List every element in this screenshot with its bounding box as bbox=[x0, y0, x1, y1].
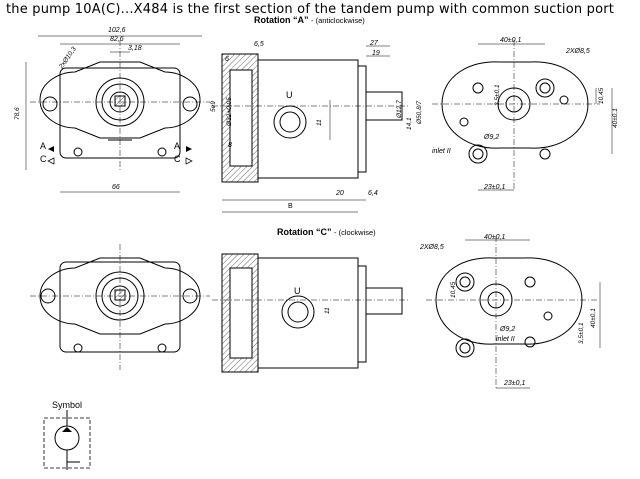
dim-65: 6,5 bbox=[254, 41, 264, 48]
dim-1045-bottom: 10,45 bbox=[450, 281, 457, 298]
dim-23-bottom: 23±0,1 bbox=[504, 380, 526, 387]
label-u-top: U bbox=[286, 90, 293, 100]
rotation-c-caption: Rotation “C” - (clockwise) bbox=[277, 227, 376, 237]
pump-symbol bbox=[43, 410, 91, 470]
label-c-left: C bbox=[40, 154, 47, 164]
side-view-a bbox=[212, 45, 410, 213]
label-u-bottom: U bbox=[294, 286, 301, 296]
dim-3525: 3,5±0,1 bbox=[494, 84, 501, 106]
label-c-right: C bbox=[174, 154, 181, 164]
page-header: the pump 10A(C)...X484 is the first sect… bbox=[6, 2, 615, 17]
dim-786: 78,6 bbox=[14, 107, 21, 120]
rotation-c-sub: - (clockwise) bbox=[334, 228, 376, 237]
rotation-a-title: Rotation “A” bbox=[254, 15, 309, 25]
dim-32: Ø32+0,05 bbox=[226, 97, 233, 126]
dim-1045: 10,45 bbox=[598, 87, 605, 104]
rotation-c-title: Rotation “C” bbox=[277, 227, 332, 237]
dim-92: Ø9,2 bbox=[484, 134, 500, 141]
dim-2x85-bottom: 2XØ8,5 bbox=[420, 244, 444, 251]
dim-3525-bottom: 3,5±0,1 bbox=[578, 322, 585, 344]
symbol-label: Symbol bbox=[52, 400, 83, 410]
dim-8: 8 bbox=[228, 142, 232, 149]
dim-27: 27 bbox=[370, 40, 378, 47]
label-inlet-a: inlet II bbox=[432, 148, 451, 155]
dim-102: 102,6 bbox=[108, 27, 126, 34]
dim-141: 14,1 bbox=[406, 117, 413, 130]
label-inlet-c: inlet II bbox=[496, 336, 515, 343]
label-b: B bbox=[288, 203, 293, 210]
label-a-left: A bbox=[40, 141, 47, 151]
dim-11: 11 bbox=[316, 119, 323, 126]
dim-40b: 40±0,1 bbox=[612, 108, 619, 128]
front-view-c bbox=[30, 244, 210, 370]
front-view-a bbox=[25, 35, 210, 193]
dim-508: Ø50,8/7 bbox=[416, 100, 423, 124]
dim-40b-bottom: 40±0,1 bbox=[590, 308, 597, 328]
dim-23: 23±0,1 bbox=[484, 184, 506, 191]
dim-64: 6,4 bbox=[368, 190, 378, 197]
rotation-a-sub: - (anticlockwise) bbox=[311, 16, 365, 25]
dim-82: 82,6 bbox=[110, 36, 124, 43]
rear-view-a bbox=[432, 40, 613, 191]
dim-11-bottom: 11 bbox=[324, 307, 331, 314]
dim-19: 19 bbox=[372, 50, 380, 57]
dim-20: 20 bbox=[336, 190, 344, 197]
dim-40a: 40±0,1 bbox=[500, 37, 522, 44]
side-view-c bbox=[212, 253, 410, 373]
dim-2x85: 2XØ8,5 bbox=[566, 48, 590, 55]
dim-5: 5e9 bbox=[210, 101, 217, 112]
rotation-a-caption: Rotation “A” - (anticlockwise) bbox=[254, 15, 365, 25]
dim-127: Ø12,7 bbox=[396, 100, 403, 118]
dim-40a-bottom: 40±0,1 bbox=[484, 234, 506, 241]
label-a-right: A bbox=[174, 141, 181, 151]
dim-6: 6 bbox=[225, 56, 229, 63]
dim-318: 3,18 bbox=[128, 45, 142, 52]
dim-66: 66 bbox=[112, 184, 120, 191]
rear-view-c bbox=[426, 236, 601, 390]
dim-92-bottom: Ø9,2 bbox=[500, 326, 516, 333]
